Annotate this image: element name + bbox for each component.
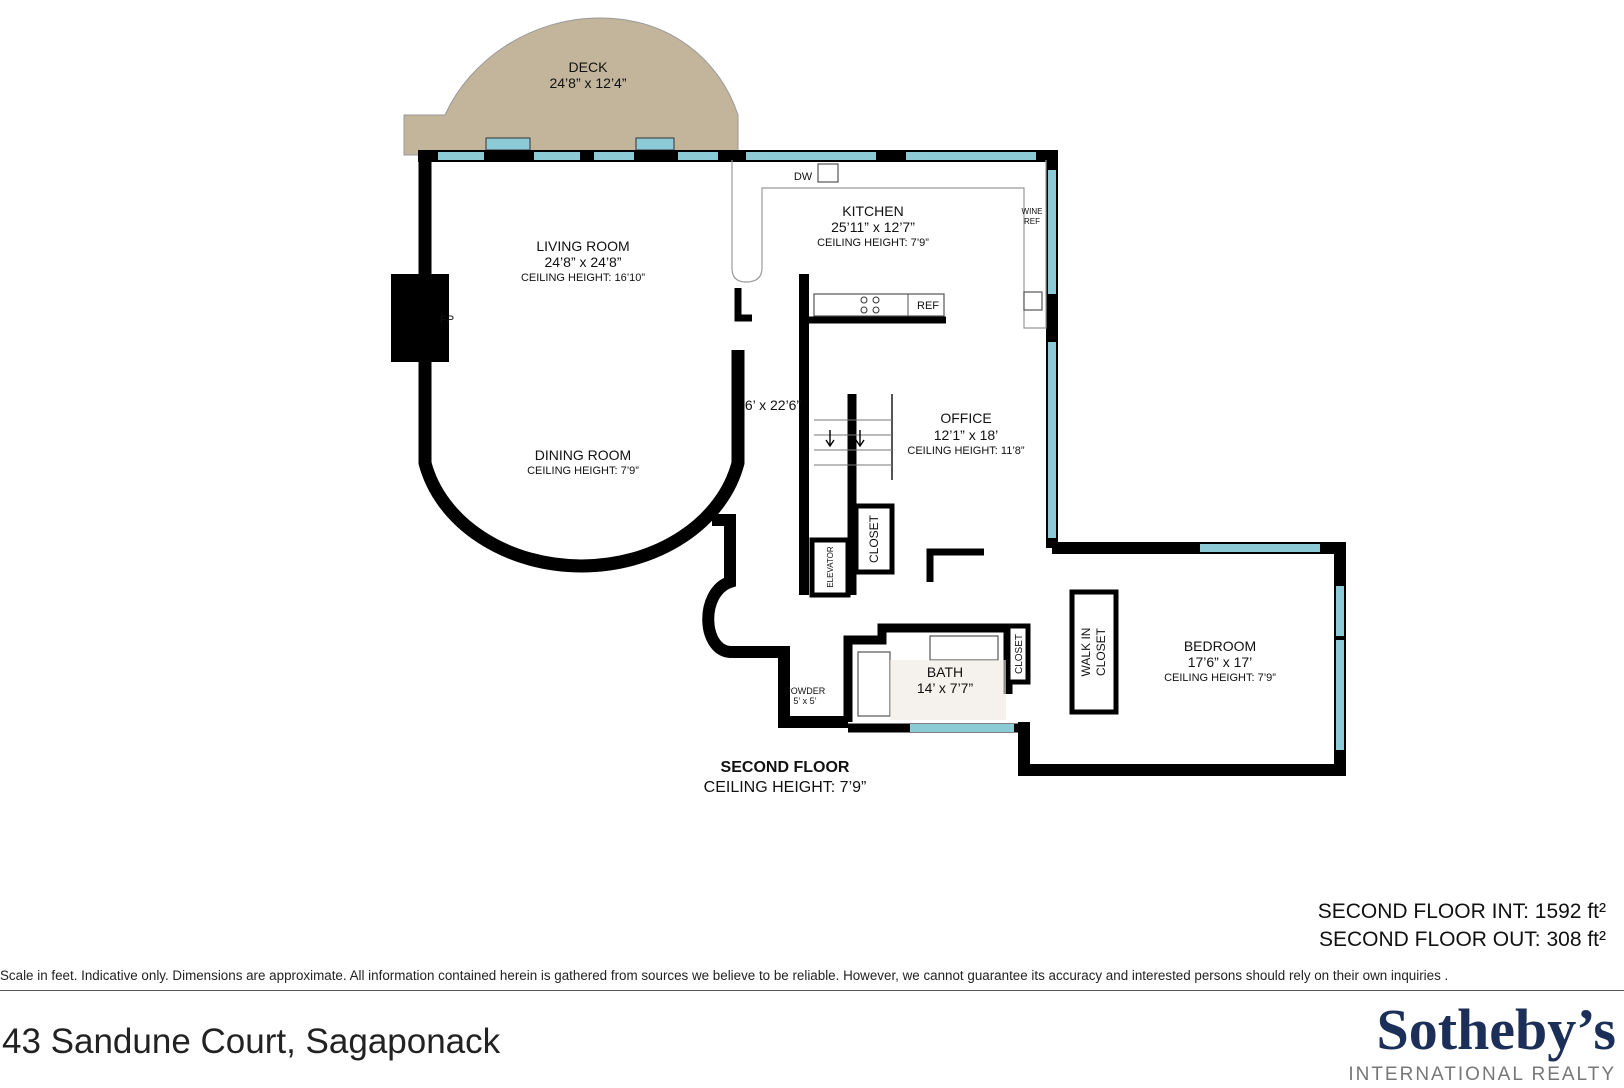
window bbox=[1048, 170, 1056, 294]
hall-wall bbox=[734, 288, 752, 322]
window bbox=[1200, 544, 1320, 552]
fireplace bbox=[391, 274, 449, 362]
deck-sliding-door bbox=[485, 137, 531, 151]
bath-shower bbox=[857, 651, 891, 717]
window bbox=[1336, 640, 1344, 750]
interior-area: SECOND FLOOR INT: 1592 ft² bbox=[1317, 900, 1606, 923]
closet-box bbox=[853, 503, 895, 575]
exterior-area: SECOND FLOOR OUT: 308 ft² bbox=[1318, 928, 1606, 951]
deck-dims: 24’8” x 12’4” bbox=[549, 75, 626, 91]
walk-in-closet-box bbox=[1069, 589, 1119, 715]
window bbox=[906, 152, 1036, 160]
closet-bath-box bbox=[1005, 623, 1031, 685]
window bbox=[910, 724, 1014, 732]
deck-sliding-door bbox=[635, 137, 675, 151]
wine-ref-line1: WINE bbox=[1022, 207, 1043, 216]
window bbox=[534, 152, 580, 160]
dishwasher-sink bbox=[817, 163, 839, 183]
office-name: OFFICE bbox=[940, 410, 991, 426]
dining-ceiling: CEILING HEIGHT: 7’9” bbox=[527, 465, 639, 477]
kitchen-counter bbox=[731, 160, 1047, 329]
fp-label: FP bbox=[440, 314, 454, 326]
wine-ref-sink bbox=[1023, 291, 1043, 311]
kitchen-dims: 25’11” x 12’7” bbox=[831, 219, 915, 235]
bath-vanity bbox=[929, 635, 999, 661]
elevator-label: ELEVATOR bbox=[826, 546, 835, 588]
elevator-box bbox=[809, 537, 851, 598]
office-dims: 12’1” x 18’ bbox=[934, 427, 999, 443]
floor-title: SECOND FLOOR bbox=[721, 759, 850, 776]
brand-subtitle: INTERNATIONAL REALTY bbox=[1348, 1064, 1616, 1085]
living-ceiling: CEILING HEIGHT: 16’10” bbox=[521, 272, 645, 284]
living-dining-wall bbox=[418, 155, 745, 573]
window bbox=[1048, 342, 1056, 538]
kitchen-island bbox=[813, 293, 945, 317]
bath-dims: 14’ x 7’7” bbox=[917, 680, 974, 696]
closet-bath-label: CLOSET bbox=[1014, 634, 1025, 674]
divider bbox=[0, 990, 1624, 991]
walkin-line2: CLOSET bbox=[1094, 627, 1108, 676]
living-name: LIVING ROOM bbox=[536, 238, 629, 254]
brand-logo: Sotheby’s bbox=[1376, 997, 1616, 1062]
bedroom-ceiling: CEILING HEIGHT: 7’9” bbox=[1164, 672, 1276, 684]
powder-wall bbox=[702, 514, 848, 728]
walkin-line1: WALK IN bbox=[1079, 628, 1093, 677]
disclaimer: Scale in feet. Indicative only. Dimensio… bbox=[0, 968, 1449, 983]
powder-name: POWDER bbox=[785, 686, 826, 696]
ref-label: REF bbox=[917, 300, 939, 312]
window bbox=[438, 152, 484, 160]
bedroom-name: BEDROOM bbox=[1184, 638, 1256, 654]
bath-name: BATH bbox=[927, 664, 963, 680]
kitchen-name: KITCHEN bbox=[842, 203, 903, 219]
office-lower-wall bbox=[926, 548, 984, 582]
property-address: 43 Sandune Court, Sagaponack bbox=[2, 1022, 501, 1061]
hall-dims: 6’ x 22’6” bbox=[745, 397, 802, 413]
powder-dims: 5’ x 5’ bbox=[793, 696, 816, 706]
floor-plan: DECK 24’8” x 12’4” LIVING ROOM 24’8” x 2… bbox=[391, 17, 1346, 796]
office-ceiling: CEILING HEIGHT: 11’8” bbox=[907, 445, 1024, 457]
deck-area bbox=[403, 17, 739, 156]
dw-label: DW bbox=[794, 171, 813, 183]
window bbox=[594, 152, 634, 160]
bath-floor bbox=[890, 660, 1006, 720]
dining-name: DINING ROOM bbox=[535, 447, 631, 463]
living-dims: 24’8” x 24’8” bbox=[544, 254, 621, 270]
window bbox=[746, 152, 876, 160]
wine-ref-line2: REF bbox=[1024, 217, 1040, 226]
closet-office-label: CLOSET bbox=[867, 514, 881, 563]
window bbox=[678, 152, 718, 160]
kitchen-ceiling: CEILING HEIGHT: 7’9” bbox=[817, 237, 929, 249]
bedroom-dims: 17’6” x 17’ bbox=[1188, 654, 1253, 670]
window bbox=[1336, 586, 1344, 636]
floor-ceiling: CEILING HEIGHT: 7’9” bbox=[704, 779, 867, 796]
deck-name: DECK bbox=[569, 59, 609, 75]
